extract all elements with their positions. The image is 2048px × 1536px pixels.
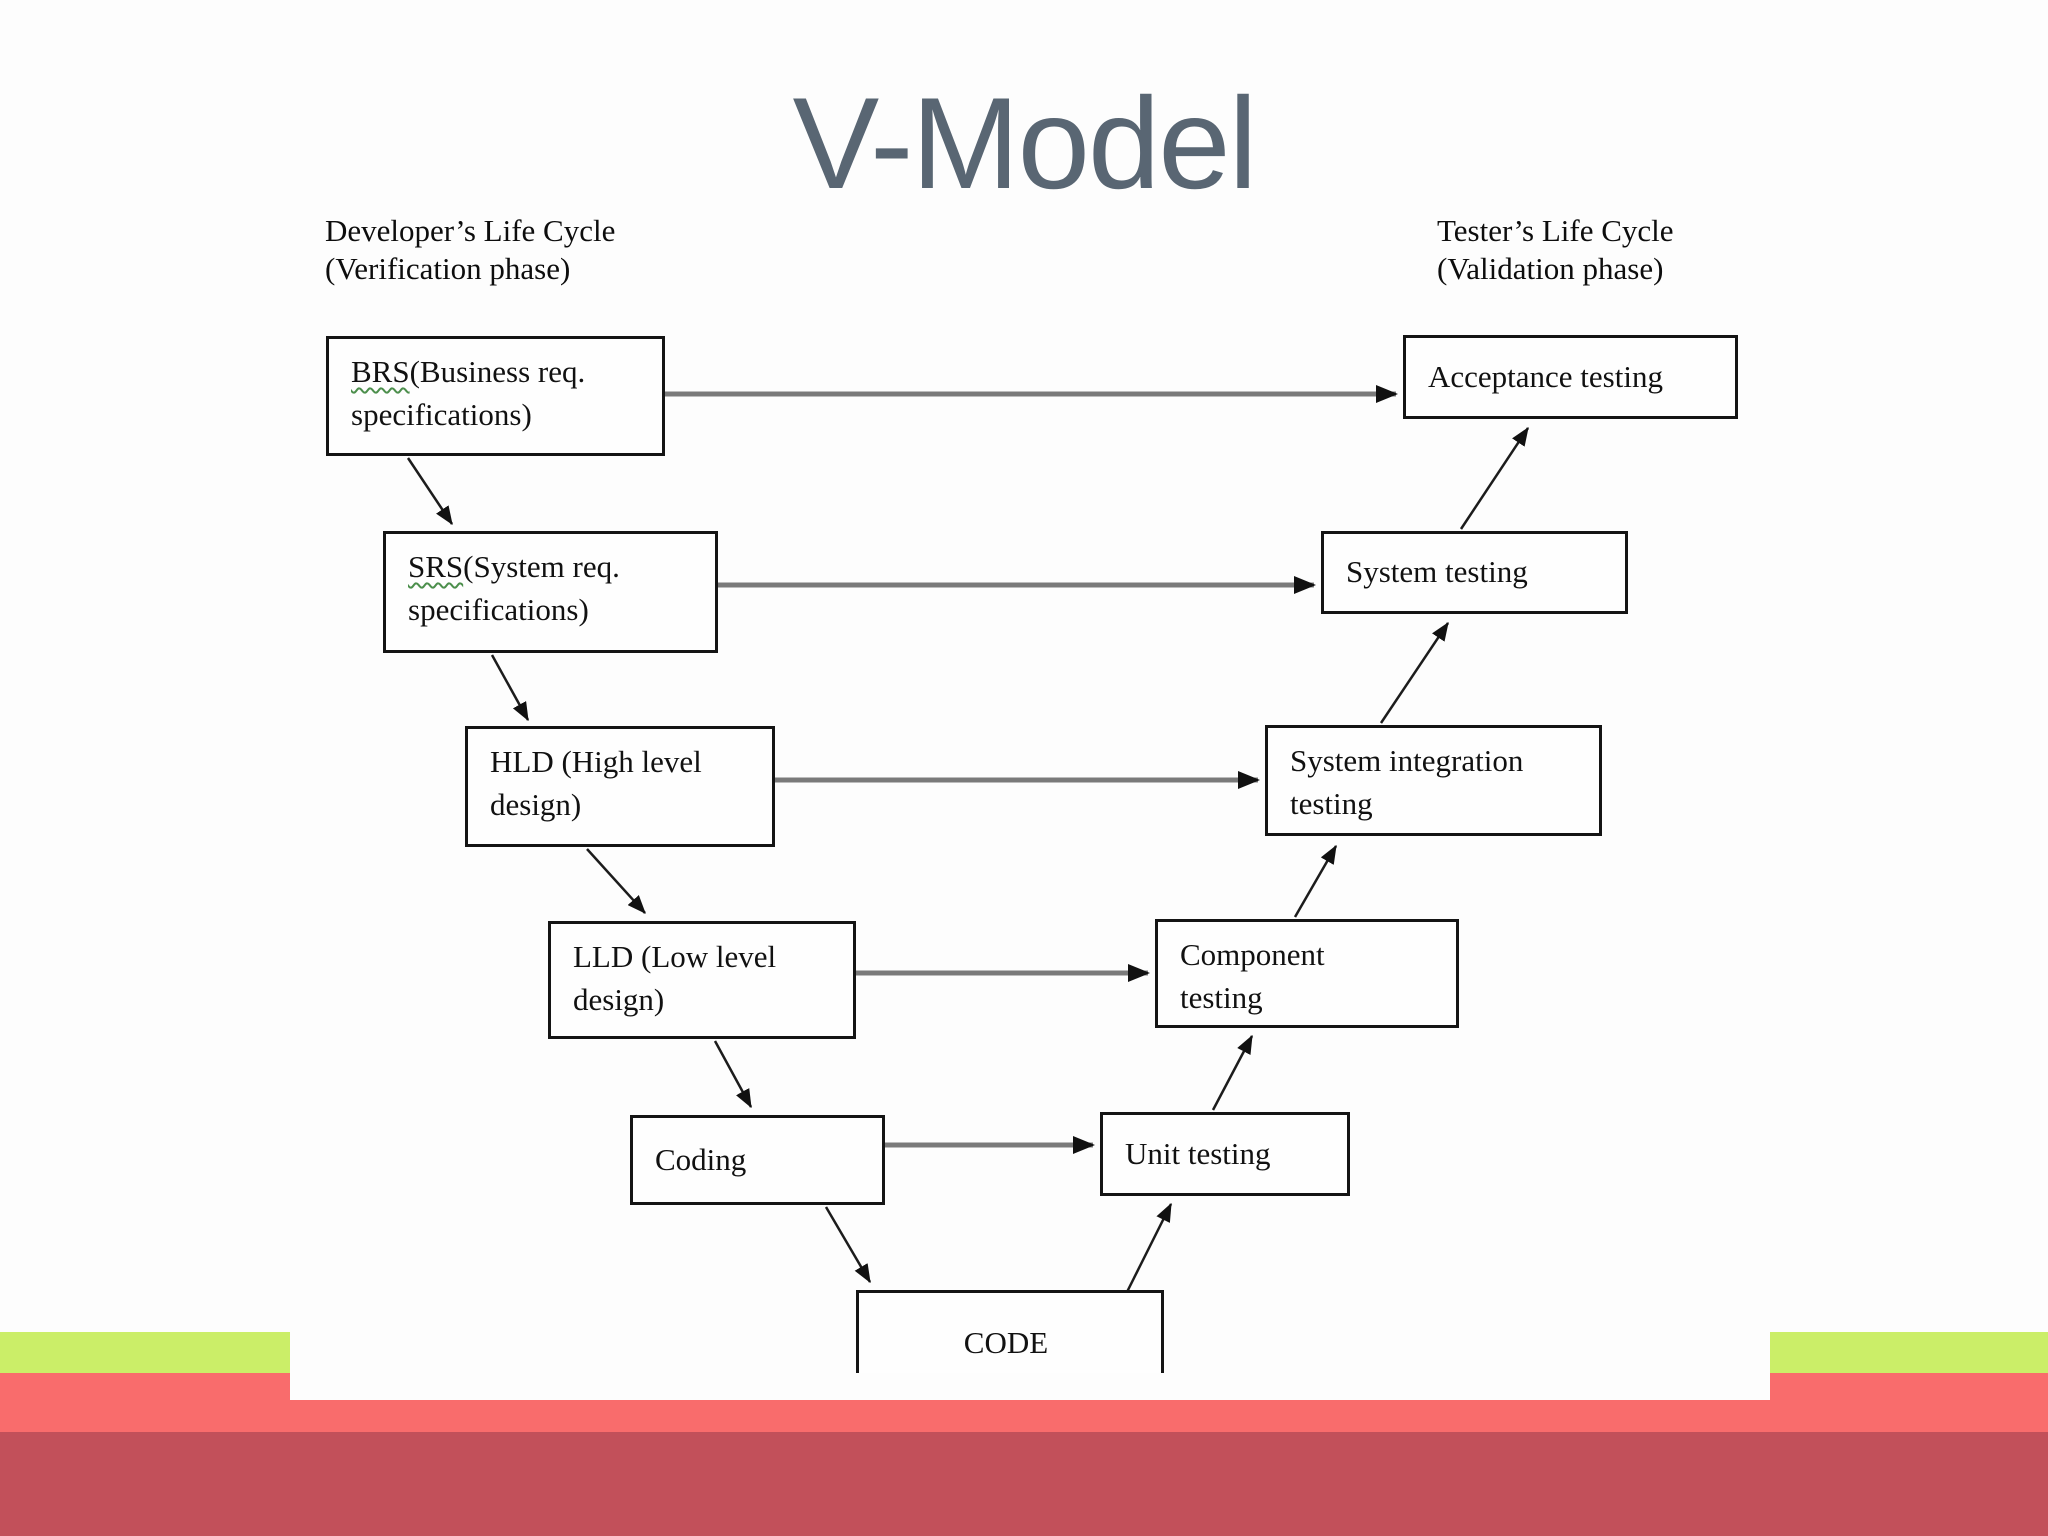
dark-red-stripe bbox=[0, 1432, 2048, 1536]
node-hld: HLD (High level design) bbox=[465, 726, 775, 847]
node-coding: Coding bbox=[630, 1115, 885, 1205]
content-panel-notch bbox=[290, 1373, 1770, 1400]
arrow-system-acceptance bbox=[1459, 426, 1530, 530]
arrow-code-unit bbox=[1125, 1202, 1173, 1293]
brs-abbr: BRS bbox=[351, 354, 410, 389]
node-brs: BRS(Business req. specifications) bbox=[326, 336, 665, 456]
arrow-integration-system bbox=[1379, 621, 1450, 724]
tester-lifecycle-label: Tester’s Life Cycle (Validation phase) bbox=[1437, 213, 1674, 287]
arrow-coding-code bbox=[824, 1206, 872, 1284]
arrow-hld-lld bbox=[586, 848, 646, 914]
developer-lifecycle-label: Developer’s Life Cycle (Verification pha… bbox=[325, 213, 616, 287]
arrow-component-integration bbox=[1293, 844, 1338, 918]
node-component-testing: Component testing bbox=[1155, 919, 1459, 1028]
green-stripe-right bbox=[1770, 1332, 2048, 1373]
arrow-brs-srs bbox=[406, 457, 454, 526]
node-srs: SRS(System req. specifications) bbox=[383, 531, 718, 653]
srs-abbr: SRS bbox=[408, 549, 464, 584]
arrow-srs-hld bbox=[490, 654, 530, 722]
node-unit-testing: Unit testing bbox=[1100, 1112, 1350, 1196]
node-system-testing: System testing bbox=[1321, 531, 1628, 614]
brs-rest: (Business req. specifications) bbox=[351, 354, 586, 432]
node-lld: LLD (Low level design) bbox=[548, 921, 856, 1039]
node-acceptance-testing: Acceptance testing bbox=[1403, 335, 1738, 419]
srs-rest: (System req. specifications) bbox=[408, 549, 620, 627]
arrow-unit-component bbox=[1211, 1034, 1254, 1111]
page-title: V-Model bbox=[792, 70, 1258, 216]
node-system-integration-testing: System integration testing bbox=[1265, 725, 1602, 836]
green-stripe-left bbox=[0, 1332, 290, 1373]
arrow-lld-coding bbox=[713, 1040, 753, 1109]
